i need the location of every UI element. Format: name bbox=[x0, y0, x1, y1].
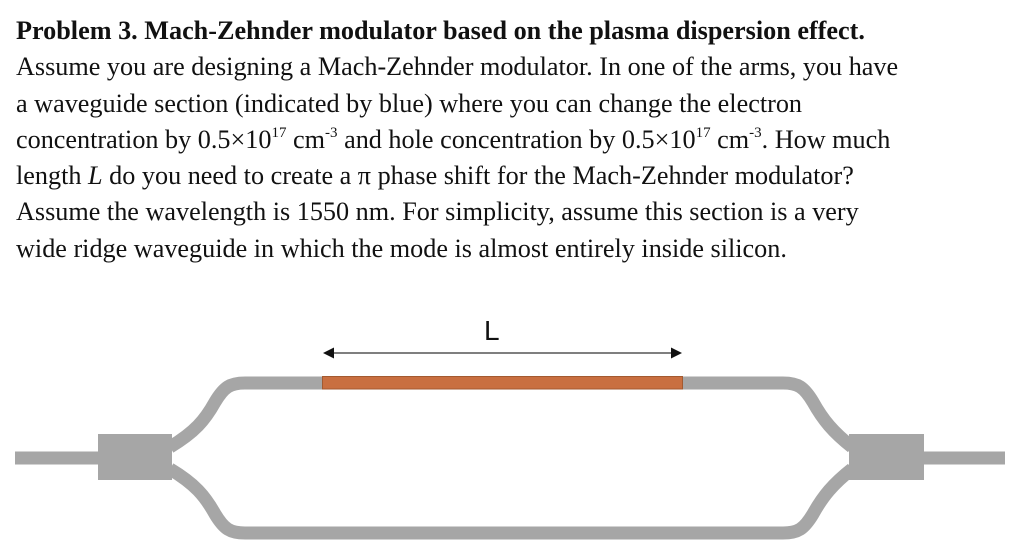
bottom-arm bbox=[166, 463, 857, 540]
exponent: -3 bbox=[749, 124, 762, 141]
problem-line-2: a waveguide section (indicated by blue) … bbox=[16, 88, 803, 118]
top-arm-left bbox=[166, 376, 323, 453]
arrowhead-right-icon bbox=[671, 347, 682, 359]
problem-line-5: Assume the wavelength is 1550 nm. For si… bbox=[16, 197, 859, 227]
text-fragment: length bbox=[16, 161, 89, 191]
text-fragment: do you need to create a π phase shift fo… bbox=[102, 161, 854, 191]
top-arm-right bbox=[682, 376, 857, 453]
problem-line-3: concentration by 0.5×1017 cm-3 and hole … bbox=[16, 122, 1016, 158]
exponent: 17 bbox=[271, 124, 287, 141]
waveguide-structure bbox=[15, 376, 1005, 540]
text-fragment: and hole concentration by 0.5×10 bbox=[337, 124, 696, 154]
problem-statement: Problem 3. Mach-Zehnder modulator based … bbox=[16, 13, 1016, 267]
length-label: L bbox=[484, 315, 500, 346]
active-waveguide-section bbox=[322, 376, 683, 390]
text-fragment: . How much bbox=[761, 124, 891, 154]
length-variable: L bbox=[88, 161, 103, 191]
output-combiner bbox=[849, 434, 924, 480]
exponent: 17 bbox=[695, 124, 711, 141]
length-arrow bbox=[323, 347, 682, 359]
text-fragment: cm bbox=[710, 124, 750, 154]
problem-line-4: length L do you need to create a π phase… bbox=[16, 158, 1016, 194]
input-splitter bbox=[98, 434, 172, 480]
arrowhead-left-icon bbox=[323, 347, 334, 359]
problem-title: Problem 3. Mach-Zehnder modulator based … bbox=[16, 16, 865, 45]
problem-line-6: wide ridge waveguide in which the mode i… bbox=[16, 233, 787, 263]
text-fragment: cm bbox=[286, 124, 326, 154]
exponent: -3 bbox=[325, 124, 338, 141]
problem-line-1: Assume you are designing a Mach-Zehnder … bbox=[16, 52, 899, 82]
text-fragment: concentration by 0.5×10 bbox=[16, 124, 272, 154]
